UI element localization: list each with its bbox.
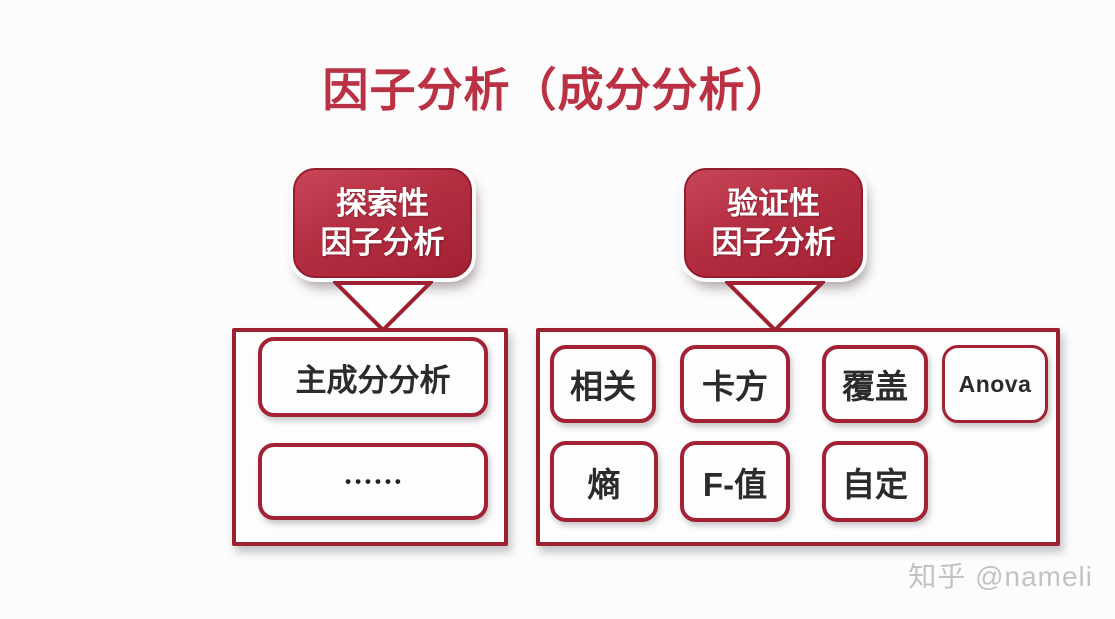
- method-box-correlation: 相关: [550, 345, 656, 423]
- bubble-confirmatory-label: 验证性 因子分析: [712, 184, 836, 262]
- method-box-chi-square-label: 卡方: [702, 368, 768, 405]
- method-box-coverage-label: 覆盖: [842, 368, 908, 405]
- method-box-anova-label: Anova: [958, 370, 1032, 397]
- method-box-chi-square: 卡方: [680, 345, 790, 423]
- method-box-f-value: F-值: [680, 441, 790, 522]
- bubble-confirmatory-factor-analysis: 验证性 因子分析: [684, 168, 863, 278]
- method-box-pca: 主成分分析: [258, 337, 488, 417]
- bubble-exploratory-line2: 因子分析: [320, 225, 445, 260]
- watermark-zhihu: 知乎 @nameli: [908, 561, 1093, 592]
- method-box-f-value-label: F-值: [702, 465, 768, 503]
- page-title: 因子分析（成分分析）: [322, 64, 793, 116]
- bubble-exploratory-factor-analysis: 探索性 因子分析: [293, 168, 472, 278]
- container-exploratory-methods: 主成分分析 ••••••: [232, 328, 508, 546]
- bubble-confirmatory-line1: 验证性: [727, 185, 820, 221]
- method-box-ellipsis-label: ••••••: [345, 471, 405, 491]
- container-confirmatory-methods: 相关 卡方 覆盖 Anova 熵 F-值 自定: [536, 328, 1060, 546]
- method-box-ellipsis: ••••••: [258, 443, 488, 520]
- bubble-exploratory-label: 探索性 因子分析: [321, 184, 445, 262]
- method-box-correlation-label: 相关: [570, 368, 636, 405]
- method-box-custom: 自定: [822, 441, 928, 522]
- method-box-entropy: 熵: [550, 441, 658, 522]
- connector-triangle-left: [333, 281, 433, 332]
- method-box-custom-label: 自定: [842, 465, 908, 503]
- bubble-exploratory-line1: 探索性: [336, 185, 429, 221]
- connector-triangle-right: [725, 281, 825, 332]
- method-box-coverage: 覆盖: [822, 345, 928, 423]
- method-box-anova: Anova: [942, 345, 1048, 423]
- method-box-entropy-label: 熵: [587, 465, 621, 503]
- bubble-confirmatory-line2: 因子分析: [711, 225, 836, 260]
- method-box-pca-label: 主成分分析: [295, 362, 451, 398]
